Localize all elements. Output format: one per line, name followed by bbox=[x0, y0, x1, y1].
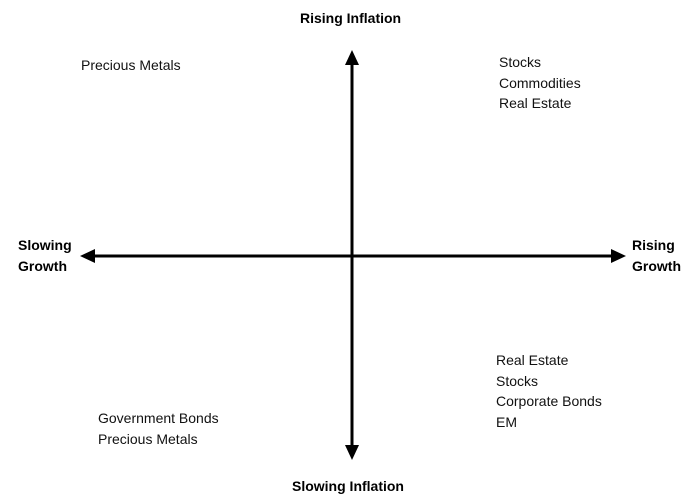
left-axis-label: Slowing Growth bbox=[18, 235, 72, 277]
asset-item: Precious Metals bbox=[98, 430, 198, 447]
bottom-axis-label: Slowing Inflation bbox=[292, 478, 404, 494]
right-axis-label: Rising Growth bbox=[632, 235, 681, 277]
up-arrowhead bbox=[345, 50, 359, 65]
top-axis-label: Rising Inflation bbox=[300, 10, 402, 26]
asset-item: EM bbox=[496, 413, 517, 430]
quadrant-bottom-right: Real Estate Stocks Corporate Bonds EM bbox=[496, 350, 602, 432]
asset-item: Precious Metals bbox=[81, 57, 181, 73]
left-arrowhead bbox=[80, 249, 95, 263]
quadrant-top-right: Stocks Commodities Real Estate bbox=[499, 52, 581, 114]
quadrant-bottom-left: Government Bonds Precious Metals bbox=[98, 408, 219, 449]
left-axis-label-line: Growth bbox=[18, 258, 67, 274]
right-axis-label-line: Growth bbox=[632, 258, 681, 274]
down-arrowhead bbox=[345, 445, 359, 460]
right-arrowhead bbox=[611, 249, 626, 263]
asset-item: Commodities bbox=[499, 74, 581, 91]
asset-item: Real Estate bbox=[499, 95, 572, 111]
asset-item: Real Estate bbox=[496, 352, 569, 368]
asset-item: Stocks bbox=[499, 54, 542, 70]
quadrant-top-left: Precious Metals bbox=[81, 55, 181, 76]
asset-item: Stocks bbox=[496, 372, 539, 389]
asset-item: Corporate Bonds bbox=[496, 393, 602, 409]
left-axis-label-line: Slowing bbox=[18, 237, 72, 253]
asset-item: Government Bonds bbox=[98, 410, 219, 426]
vertical-axis bbox=[345, 50, 359, 460]
right-axis-label-line: Rising bbox=[632, 237, 675, 253]
